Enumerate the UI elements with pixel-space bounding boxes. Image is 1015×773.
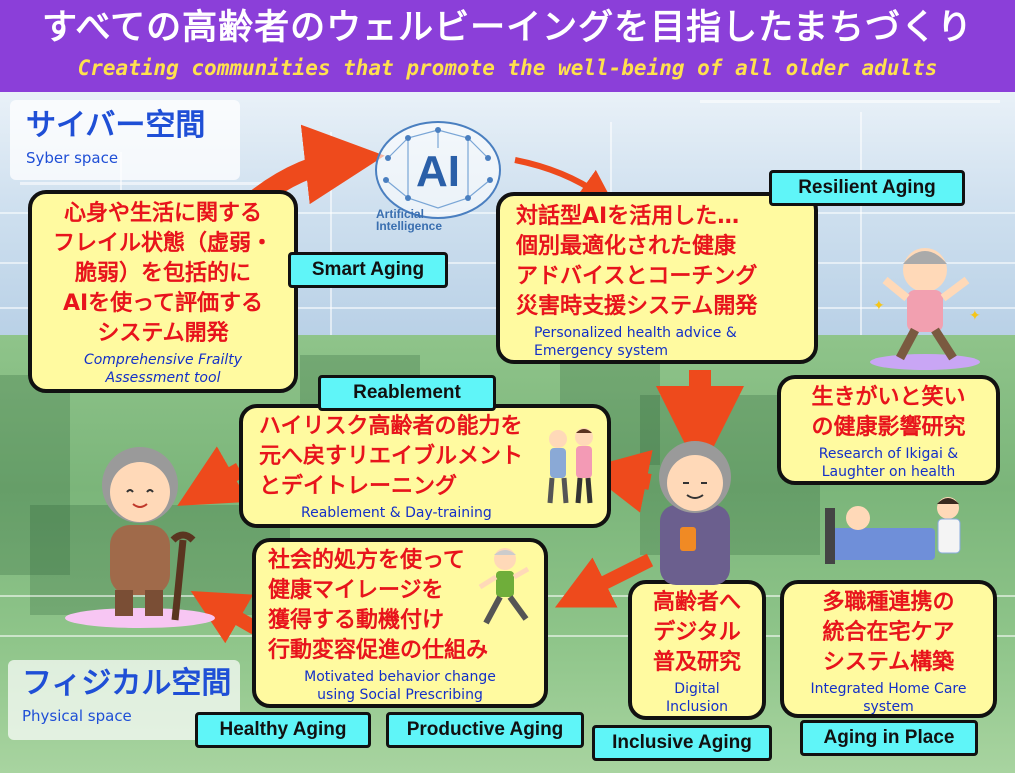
social-prescribing-box: 社会的処方を使って 健康マイレージを 獲得する動機付け 行動変容促進の仕組み M… — [252, 538, 548, 708]
arrow-social-to-grandma — [190, 591, 259, 644]
svg-text:✦: ✦ — [873, 298, 885, 314]
page-title: すべての高齢者のウェルビーイングを目指したまちづくり — [41, 8, 974, 48]
social-en-line2: using Social Prescribing — [317, 687, 483, 703]
homecare-en-line1: Integrated Home Care — [810, 681, 967, 697]
physical-space-label-en: Physical space — [22, 707, 132, 725]
social-jp-line2: 健康マイレージを — [268, 578, 444, 603]
cyber-space-label: サイバー空間 Syber space — [10, 100, 240, 180]
ai-logo-caption-line1: Artificial — [376, 207, 425, 221]
frailty-jp-line1: 心身や生活に関する — [63, 201, 262, 226]
arrow-ai-to-dialogue — [514, 157, 615, 206]
social-jp-line4: 行動変容促進の仕組み — [268, 638, 489, 663]
tag-reablement: Reablement — [318, 375, 496, 411]
digital-en-line2: Inclusion — [665, 699, 729, 715]
resilient-elderly-man-illustration: ✦ ✦ — [870, 248, 981, 370]
tag-smart-aging: Smart Aging — [288, 252, 448, 288]
jogging-elderly-illustration — [478, 548, 530, 625]
frailty-jp-line2: フレイル状態（虚弱・ — [52, 231, 273, 256]
dialogue-jp-line3: アドバイスとコーチング — [516, 264, 758, 289]
reablement-jp-line1: ハイリスク高齢者の能力を — [259, 414, 523, 439]
frailty-jp-line3: 脆弱）を包括的に — [74, 261, 251, 286]
digital-inclusion-box: 高齢者へ デジタル 普及研究 Digital Inclusion — [628, 580, 766, 720]
ikigai-jp-line2: の健康影響研究 — [811, 415, 966, 440]
header-banner — [0, 0, 1015, 92]
dialogue-en-line2: Emergency system — [534, 343, 669, 359]
ikigai-jp-line1: 生きがいと笑い — [811, 385, 966, 410]
ikigai-research-box: 生きがいと笑い の健康影響研究 Research of Ikigai & Lau… — [777, 375, 1000, 485]
frailty-jp-line5: システム開発 — [97, 321, 229, 346]
arrow-man-to-social — [554, 553, 654, 608]
tag-productive-aging: Productive Aging — [386, 712, 584, 748]
reablement-en: Reablement & Day-training — [301, 505, 492, 521]
homecare-jp-line1: 多職種連携の — [822, 590, 955, 615]
frailty-assessment-box: 心身や生活に関する フレイル状態（虚弱・ 脆弱）を包括的に AIを使って評価する… — [28, 190, 298, 393]
elderly-man-with-phone-illustration — [659, 441, 731, 585]
homecare-jp-line3: システム構築 — [822, 650, 955, 675]
ikigai-en-line1: Research of Ikigai & — [818, 446, 959, 462]
frailty-en-line2: Assessment tool — [105, 370, 221, 386]
social-jp-line1: 社会的処方を使って — [268, 548, 465, 573]
dialogue-jp-line4: 災害時支援システム開発 — [516, 294, 758, 319]
tag-aging-in-place: Aging in Place — [800, 720, 978, 756]
page-subtitle: Creating communities that promote the we… — [77, 56, 938, 80]
physical-space-label-jp: フィジカル空間 — [22, 666, 232, 701]
homecare-jp-line2: 統合在宅ケア — [822, 620, 955, 645]
homecare-en-line2: system — [863, 699, 914, 715]
home-care-bedside-illustration — [825, 497, 961, 564]
digital-jp-line3: 普及研究 — [652, 650, 741, 675]
social-en-line1: Motivated behavior change — [304, 669, 496, 685]
tag-inclusive-aging: Inclusive Aging — [592, 725, 772, 761]
ai-logo-caption-line2: Intelligence — [376, 219, 443, 233]
tag-healthy-aging: Healthy Aging — [195, 712, 371, 748]
dialogue-jp-line2: 個別最適化された健康 — [516, 234, 737, 259]
digital-jp-line2: デジタル — [653, 620, 741, 645]
home-care-box: 多職種連携の 統合在宅ケア システム構築 Integrated Home Car… — [780, 580, 997, 718]
digital-jp-line1: 高齢者へ — [652, 590, 741, 615]
digital-en-line1: Digital — [674, 681, 720, 697]
ai-logo-caption: Artificial Intelligence — [376, 208, 456, 232]
ai-logo-text: AI — [416, 147, 460, 196]
svg-text:✦: ✦ — [969, 308, 981, 324]
tag-resilient-aging: Resilient Aging — [769, 170, 965, 206]
frailty-en-line1: Comprehensive Frailty — [83, 352, 243, 368]
reablement-box: ハイリスク高齢者の能力を 元へ戻すリエイブルメント とデイトレーニング Reab… — [239, 404, 611, 528]
frailty-jp-line4: AIを使って評価する — [62, 291, 264, 316]
cyber-space-label-en: Syber space — [26, 149, 119, 167]
caregiver-walking-support-illustration — [547, 428, 593, 504]
cyber-space-label-jp: サイバー空間 — [26, 108, 206, 143]
physical-space-label: フィジカル空間 Physical space — [8, 660, 240, 740]
dialogue-en-line1: Personalized health advice & — [534, 325, 737, 341]
reablement-jp-line3: とデイトレーニング — [259, 474, 458, 499]
ikigai-en-line2: Laughter on health — [821, 464, 956, 480]
dialogue-jp-line1: 対話型AIを活用した… — [516, 204, 740, 229]
arrow-man-to-reablement — [583, 449, 653, 513]
arrow-reablement-to-grandma — [177, 446, 249, 506]
reablement-jp-line2: 元へ戻すリエイブルメント — [259, 444, 524, 469]
social-jp-line3: 獲得する動機付け — [268, 608, 445, 633]
ai-brain-icon: AI — [375, 121, 501, 219]
dialogue-ai-box: 対話型AIを活用した… 個別最適化された健康 アドバイスとコーチング 災害時支援… — [496, 192, 818, 364]
grandma-with-cane-illustration — [65, 447, 215, 628]
